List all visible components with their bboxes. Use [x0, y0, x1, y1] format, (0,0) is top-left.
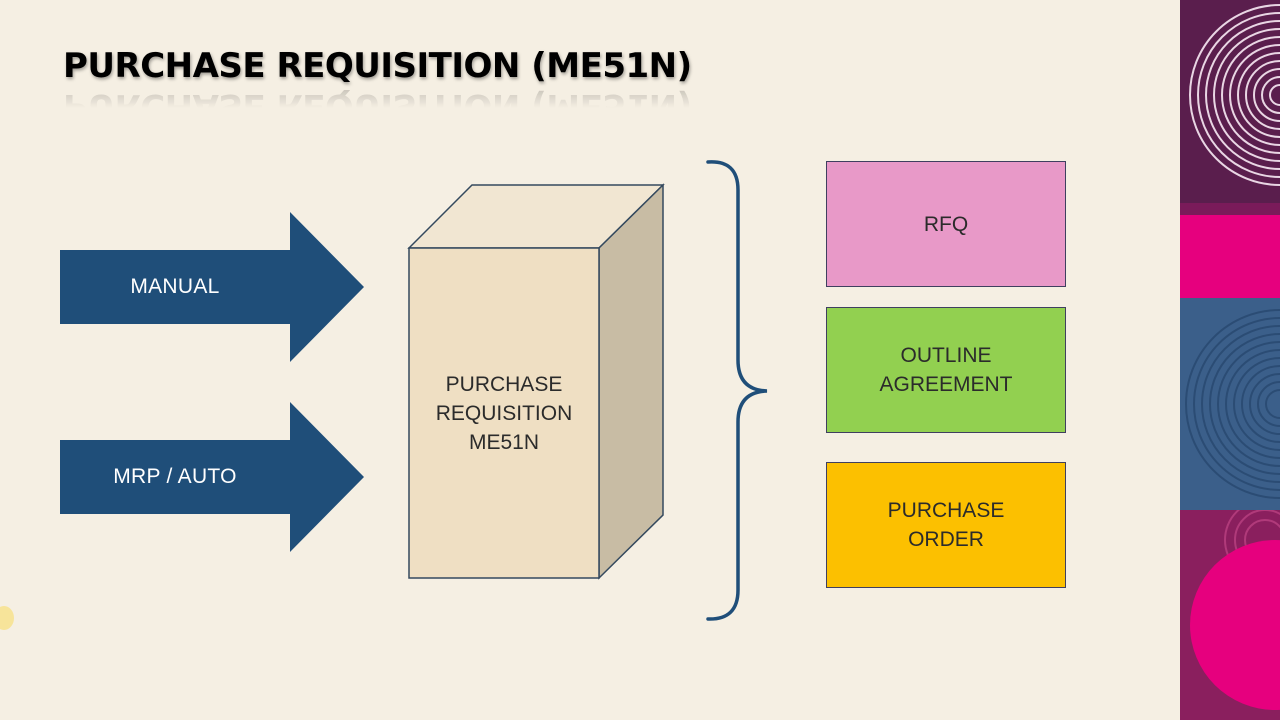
manual-arrow: MANUAL	[60, 212, 365, 362]
title-reflection: PURCHASE REQUISITION (ME51N)	[63, 86, 692, 126]
mrp-auto-arrow: MRP / AUTO	[60, 402, 365, 552]
arrow-shape	[60, 402, 364, 552]
requisition-label-line3: ME51N	[468, 430, 539, 454]
purchase-order-box: PURCHASE ORDER	[826, 462, 1066, 588]
outline-agreement-line1: OUTLINE	[900, 344, 992, 367]
slide-title: PURCHASE REQUISITION (ME51N)	[63, 46, 692, 86]
rfq-label: RFQ	[923, 212, 969, 236]
requisition-label: PURCHASE REQUISITION ME51N	[409, 248, 599, 578]
requisition-label-line1: PURCHASE	[445, 372, 563, 396]
purchase-order-line2: ORDER	[908, 528, 984, 551]
manual-label: MANUAL	[130, 275, 220, 298]
mrp-auto-label: MRP / AUTO	[113, 465, 237, 488]
deco-magenta-half-circle	[1180, 510, 1280, 720]
deco-magenta-band	[1180, 203, 1280, 298]
arrow-shape	[60, 212, 364, 362]
deco-blue-rings	[1180, 298, 1280, 510]
rfq-box: RFQ	[826, 161, 1066, 287]
deco-concentric-rings	[1180, 0, 1280, 203]
right-curly-brace	[706, 160, 768, 621]
decorative-dot	[0, 606, 14, 630]
requisition-label-line2: REQUISITION	[435, 401, 573, 425]
cube-side	[598, 183, 664, 580]
cube-front	[408, 247, 600, 579]
outline-agreement-line2: AGREEMENT	[879, 373, 1013, 396]
outline-agreement-box: OUTLINE AGREEMENT	[826, 307, 1066, 433]
purchase-order-line1: PURCHASE	[887, 499, 1005, 522]
requisition-cube	[407, 183, 665, 580]
